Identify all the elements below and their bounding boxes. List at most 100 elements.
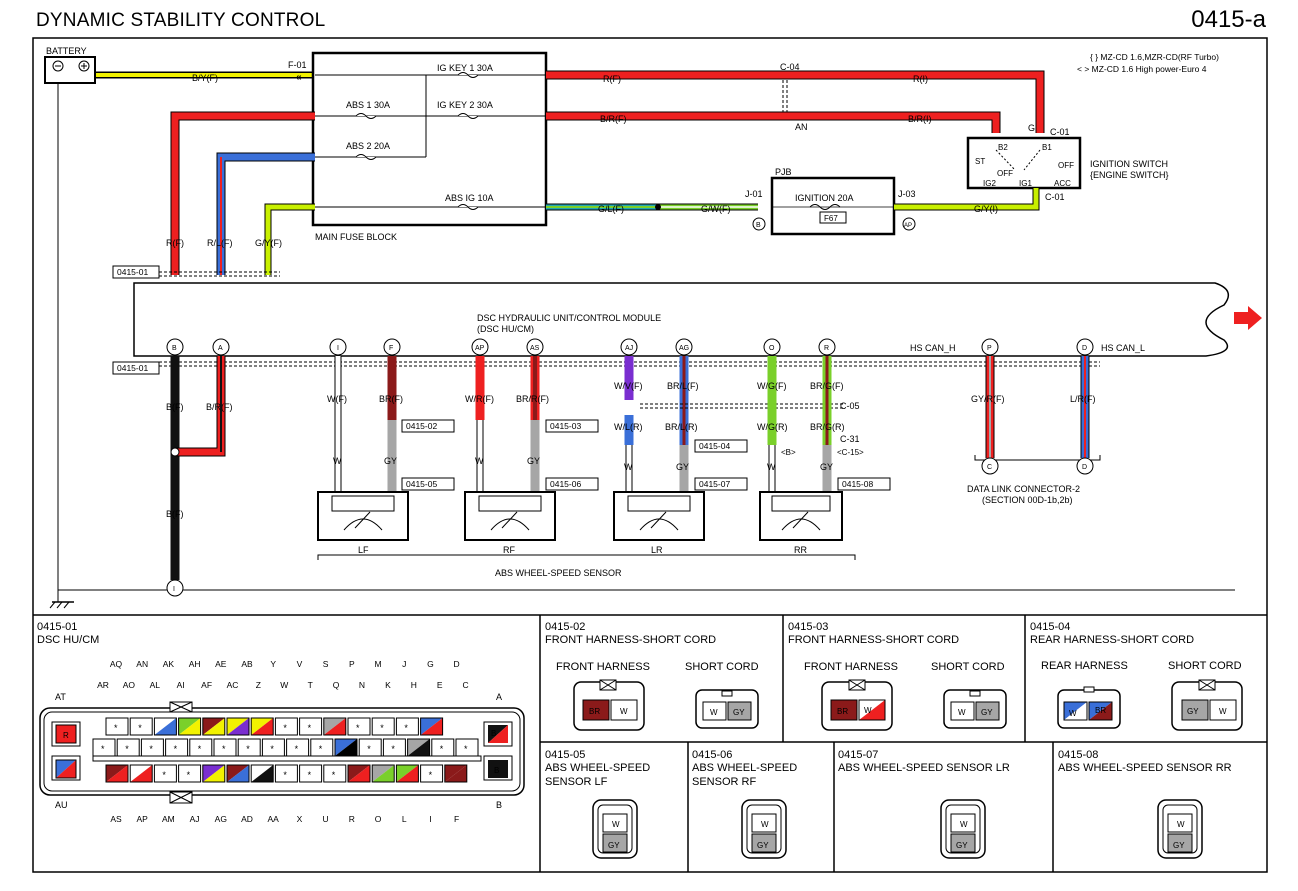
connector-pin [226, 764, 250, 783]
svg-text:O: O [769, 345, 775, 352]
terminal-letter: O [375, 814, 382, 824]
svg-text:{ } MZ-CD 1.6,MZR-CD(RF Turbo): { } MZ-CD 1.6,MZR-CD(RF Turbo) [1090, 52, 1219, 62]
svg-text:G/L(F): G/L(F) [598, 204, 624, 214]
svg-text:W: W [1069, 709, 1077, 718]
svg-text:FRONT HARNESS: FRONT HARNESS [556, 661, 650, 673]
svg-text:0415-04: 0415-04 [1030, 621, 1070, 633]
connector-pin [129, 717, 153, 736]
svg-text:AJ: AJ [625, 345, 633, 352]
svg-text:W: W [624, 462, 633, 472]
svg-text:GY: GY [820, 462, 833, 472]
svg-text:ABS WHEEL-SPEED: ABS WHEEL-SPEED [692, 762, 797, 774]
empty-pin-mark: * [162, 770, 166, 780]
terminal-letter: AQ [110, 659, 123, 669]
svg-text:B/Y(F): B/Y(F) [192, 73, 218, 83]
pin-color-b [202, 765, 225, 782]
svg-text:GY: GY [733, 708, 745, 717]
svg-text:BR: BR [589, 707, 600, 716]
connector-pin [395, 717, 419, 736]
svg-text:<C-15>: <C-15> [837, 448, 864, 457]
svg-text:LR: LR [651, 545, 663, 555]
terminal-letter: AK [163, 659, 175, 669]
terminal-letter: L [402, 814, 407, 824]
connector-pin [226, 717, 250, 736]
terminal-letter: D [454, 659, 460, 669]
terminal-letter: C [463, 680, 469, 690]
svg-text:B: B [756, 222, 761, 229]
svg-text:W/V(F): W/V(F) [614, 381, 643, 391]
dsc-module-label: DSC HYDRAULIC UNIT/CONTROL MODULE [477, 313, 661, 323]
panel-0415-04: 0415-04 REAR HARNESS-SHORT CORD REAR HAR… [1030, 621, 1243, 731]
svg-text:B/R(F): B/R(F) [600, 114, 627, 124]
panel-0415-02: 0415-02 FRONT HARNESS-SHORT CORD FRONT H… [545, 621, 759, 731]
svg-text:GY: GY [1173, 841, 1185, 850]
panel-0415-05: 0415-05 ABS WHEEL-SPEED SENSOR LF W GY [545, 749, 650, 859]
terminal-letter: J [402, 659, 406, 669]
empty-pin-mark: * [356, 723, 360, 733]
svg-text:I: I [173, 586, 175, 593]
battery-label: BATTERY [46, 46, 87, 56]
empty-pin-mark: * [308, 770, 312, 780]
svg-text:C: C [987, 464, 992, 471]
svg-text:AN: AN [795, 122, 808, 132]
connector-pin [178, 717, 202, 736]
svg-text:BR/G(R): BR/G(R) [810, 422, 845, 432]
svg-text:IGNITION 20A: IGNITION 20A [795, 193, 854, 203]
connector-pin [202, 764, 226, 783]
svg-text:C-01: C-01 [1050, 127, 1070, 137]
pin-color-a [251, 765, 274, 782]
svg-text:AG: AG [679, 345, 689, 352]
svg-text:GY/R(F): GY/R(F) [971, 394, 1005, 404]
svg-text:W: W [475, 456, 484, 466]
svg-text:RF: RF [503, 545, 515, 555]
svg-text:(DSC HU/CM): (DSC HU/CM) [477, 324, 534, 334]
svg-text:I: I [337, 345, 339, 352]
svg-text:A: A [218, 345, 223, 352]
svg-text:FRONT HARNESS-SHORT CORD: FRONT HARNESS-SHORT CORD [545, 634, 716, 646]
dlc-label: DATA LINK CONNECTOR-2 [967, 484, 1080, 494]
terminal-letter: AO [123, 680, 136, 690]
terminal-letter: P [349, 659, 355, 669]
connector-pin [178, 764, 202, 783]
svg-text:R: R [63, 731, 69, 740]
svg-text:ABS WHEEL-SPEED SENSOR LR: ABS WHEEL-SPEED SENSOR LR [838, 762, 1010, 774]
pjb-box [770, 176, 896, 236]
connector-pin [371, 764, 395, 783]
svg-text:J-03: J-03 [898, 189, 916, 199]
terminal-letter: R [349, 814, 355, 824]
connector-pin [250, 764, 274, 783]
pin-color-b [106, 765, 128, 782]
svg-text:B/R(F): B/R(F) [206, 402, 233, 412]
terminal-letter: K [385, 680, 391, 690]
dsc-module-box [133, 282, 1230, 357]
empty-pin-mark: * [319, 744, 323, 754]
svg-text:ABS 1 30A: ABS 1 30A [346, 100, 390, 110]
outer-frame [32, 37, 1268, 873]
terminal-letter: AA [268, 814, 280, 824]
terminal-letter: T [308, 680, 313, 690]
terminal-letter: F [454, 814, 459, 824]
terminal-letter: V [297, 659, 303, 669]
svg-text:«: « [296, 72, 302, 83]
svg-text:AS: AS [530, 345, 540, 352]
terminal-letter: AI [177, 680, 185, 690]
connector-rib [92, 755, 482, 762]
continue-arrow [1234, 306, 1262, 330]
connector-pin [420, 764, 444, 783]
empty-pin-mark: * [440, 744, 444, 754]
svg-text:AU: AU [55, 800, 68, 810]
page-title: DYNAMIC STABILITY CONTROL [36, 10, 326, 31]
svg-text:OFF: OFF [997, 169, 1013, 178]
svg-text:G: G [1028, 123, 1035, 133]
terminal-letter: I [429, 814, 431, 824]
terminal-letter: AE [215, 659, 227, 669]
svg-text:B2: B2 [998, 143, 1008, 152]
svg-text:0415-08: 0415-08 [842, 479, 873, 489]
svg-text:ACC: ACC [1054, 179, 1071, 188]
pin-color-b [227, 718, 249, 735]
svg-text:HS CAN_H: HS CAN_H [910, 343, 956, 353]
terminal-letter: M [374, 659, 381, 669]
pin-color-b [251, 718, 274, 735]
svg-text:FRONT HARNESS: FRONT HARNESS [804, 661, 898, 673]
